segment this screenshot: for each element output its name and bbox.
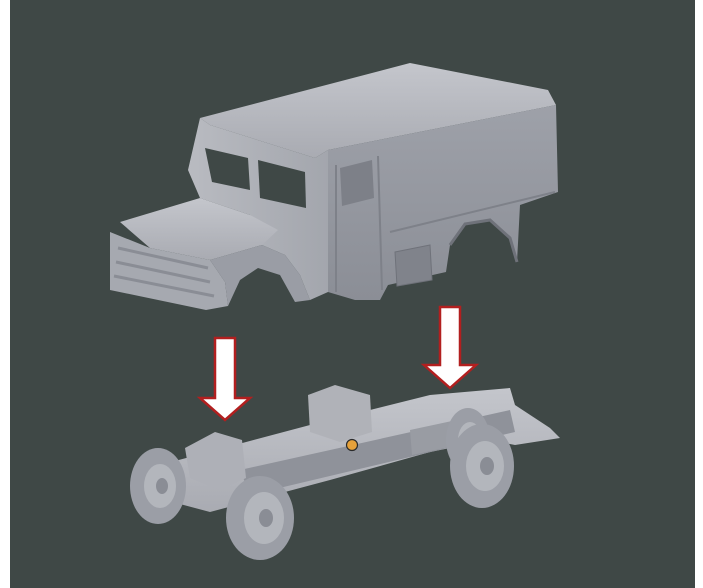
3d-viewport[interactable]: [10, 0, 695, 588]
wheel-front-right: [226, 476, 294, 560]
origin-marker-icon[interactable]: [347, 440, 358, 451]
truck-body[interactable]: [110, 63, 558, 310]
down-arrow-icon: [200, 338, 250, 420]
wheel-front-left: [130, 448, 186, 524]
down-arrow-icon: [424, 307, 476, 388]
door-window: [340, 160, 374, 206]
wheel-rear-right: [450, 424, 514, 508]
scene-canvas: [10, 0, 695, 588]
seat-block: [308, 385, 372, 442]
truck-chassis[interactable]: [130, 385, 560, 560]
side-vent: [395, 245, 432, 286]
